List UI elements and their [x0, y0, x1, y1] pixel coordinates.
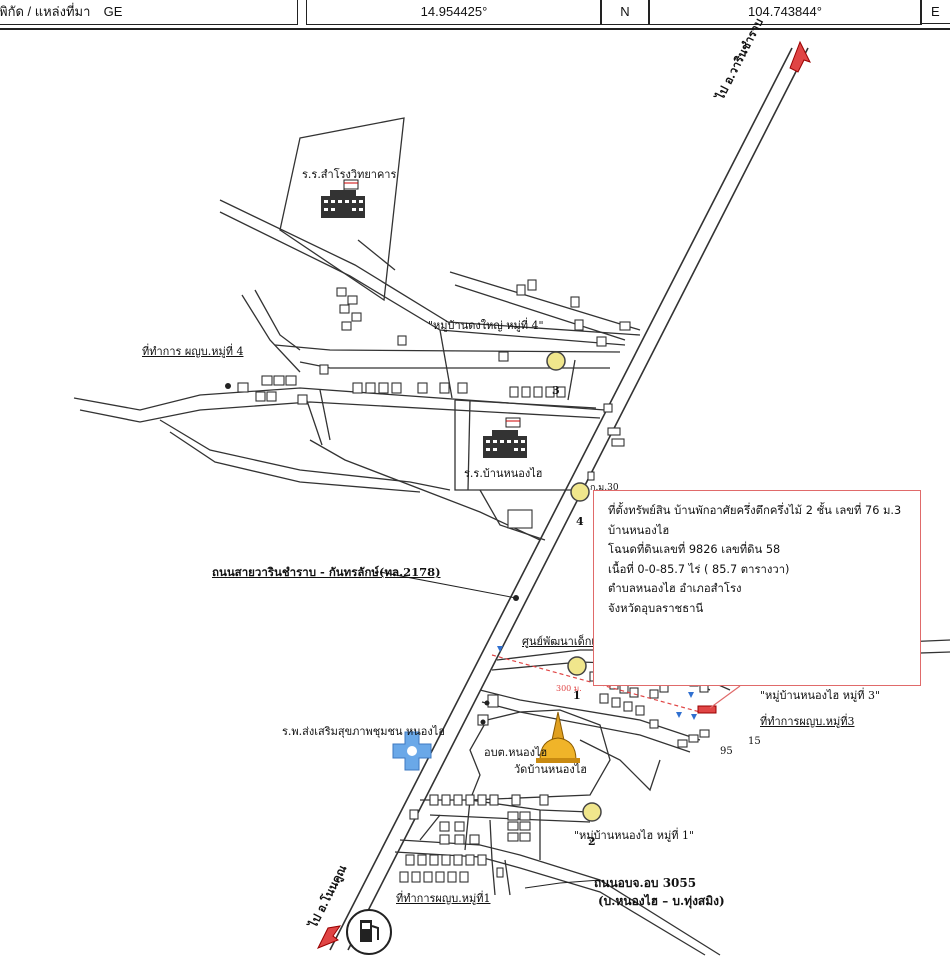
source-cell: พิกัด / แหล่งที่มา GE	[0, 0, 298, 25]
distance-label: 300 ม.	[556, 684, 582, 693]
info-line-6: จังหวัดอุบลราชธานี	[608, 601, 704, 615]
health-center-icon	[392, 731, 432, 771]
coord-label: พิกัด / แหล่งที่มา	[0, 4, 91, 19]
lon-hemisphere: E	[931, 4, 940, 19]
source-value: GE	[103, 4, 123, 19]
info-line-5: ตำบลหนองไฮ อำเภอสำโรง	[608, 582, 742, 595]
office-3-label: ที่ทำการผญบ.หมู่ที่3	[760, 715, 855, 728]
longitude-value: 104.743844°	[748, 4, 822, 19]
latitude-value: 14.954425°	[420, 4, 488, 19]
property-info-box: ที่ตั้งทรัพย์สิน บ้านพักอาศัยครึ่งตึกครึ…	[593, 490, 921, 686]
arrow-south-icon	[316, 925, 342, 949]
house-95-label: 95	[720, 746, 733, 757]
km-marker-label: ก.ม.30	[590, 483, 619, 493]
village-4-label: "หมู่บ้านดงใหญ่ หมู่ที่ 4"	[428, 319, 544, 332]
sao-label: อบต.หนองไฮ	[484, 746, 548, 759]
main-highway	[329, 47, 793, 951]
office-4-label: ที่ทำการ ผญบ.หมู่ที่ 4	[142, 345, 244, 358]
info-line-3: โฉนดที่ดินเลขที่ 9826 เลขที่ดิน 58	[608, 543, 781, 556]
school-1-icon	[321, 179, 365, 218]
longitude-cell: 104.743844°	[648, 0, 922, 25]
lon-hemisphere-cell: E	[920, 0, 950, 24]
school-1-compound	[279, 117, 405, 302]
main-road-label: ถนนสายวารินชำราบ - กันทรลักษ์(ทล.2178)	[212, 565, 441, 579]
buildings	[237, 279, 710, 883]
lat-hemisphere-cell: N	[600, 0, 650, 25]
temple-stupa-icon	[536, 711, 580, 763]
marker-circles	[546, 351, 602, 822]
lat-hemisphere: N	[620, 4, 630, 19]
health-center-label: ร.พ.ส่งเสริมสุขภาพชุมชน หนองไฮ	[282, 725, 445, 738]
secondary-road-label-1: ถนนอบจ.อบ 3055	[594, 876, 697, 890]
marker-2: 2	[588, 835, 596, 848]
info-line-2: บ้านหนองไฮ	[608, 523, 670, 537]
office-1-label: ที่ทำการผญบ.หมู่ที่1	[396, 892, 491, 905]
latitude-cell: 14.954425°	[306, 0, 602, 25]
temple-compound	[469, 709, 611, 801]
marker-3: 3	[552, 384, 560, 397]
house-15-label: 15	[748, 736, 761, 747]
info-line-1: ที่ตั้งทรัพย์สิน บ้านพักอาศัยครึ่งตึกครึ…	[608, 504, 902, 517]
info-line-4: เนื้อที่ 0-0-85.7 ไร่ ( 85.7 ตารางวา)	[608, 562, 790, 576]
marker-1: 1	[573, 689, 581, 702]
marker-4: 4	[576, 515, 584, 528]
arrow-north-icon	[789, 40, 811, 73]
school-1-label: ร.ร.สำโรงวิทยาคาร	[302, 168, 397, 181]
coordinate-header: พิกัด / แหล่งที่มา GE 14.954425° N 104.7…	[0, 0, 950, 30]
village-3-label: "หมู่บ้านหนองไฮ หมู่ที่ 3"	[760, 689, 881, 702]
village-1-label: "หมู่บ้านหนองไฮ หมู่ที่ 1"	[574, 829, 695, 842]
gas-station-icon	[346, 909, 392, 955]
school-2-icon	[483, 417, 527, 458]
property-marker	[697, 705, 717, 714]
secondary-road-label-2: (บ.หนองไฮ – บ.ทุ่งสมิง)	[598, 894, 725, 908]
school-2-label: ร.ร.บ้านหนองไฮ	[464, 467, 543, 480]
location-map	[73, 40, 950, 956]
temple-label: วัดบ้านหนองไฮ	[514, 763, 587, 776]
